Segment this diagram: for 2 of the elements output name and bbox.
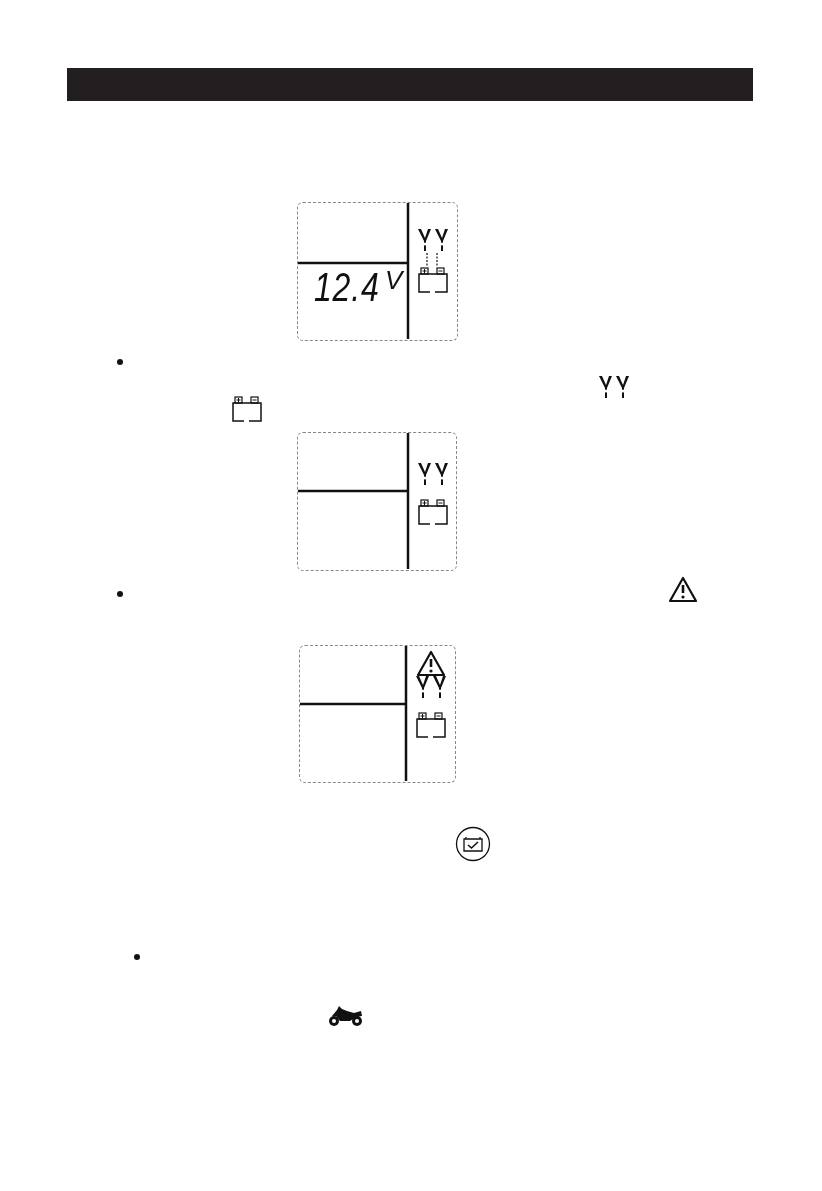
unit-label: V <box>385 265 403 296</box>
voltage-reading: 12.4 <box>314 265 380 310</box>
